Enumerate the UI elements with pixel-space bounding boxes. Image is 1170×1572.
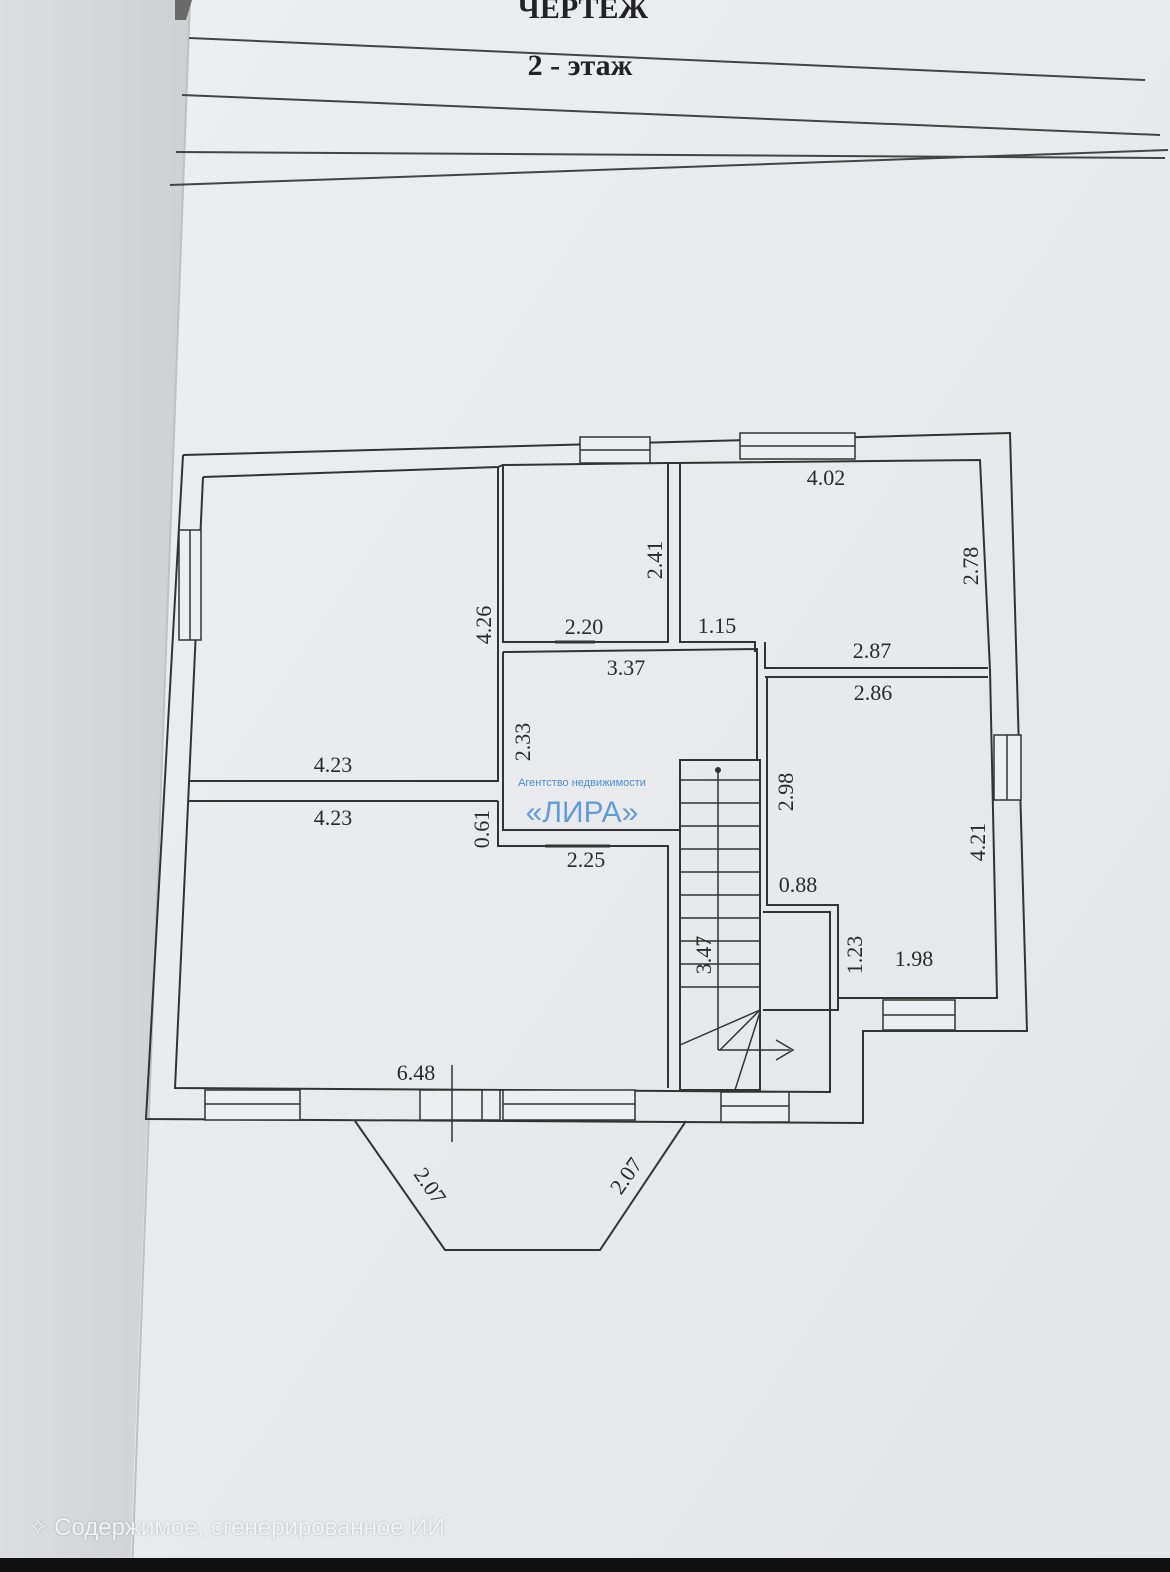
floor-plan xyxy=(144,431,1029,1251)
title-frame xyxy=(169,37,1169,186)
floor-title: 2 - этаж xyxy=(528,49,633,82)
ai-generated-note: ✧Содержимое, сгенерированное ИИ xyxy=(28,1512,445,1544)
dim-label: 2.41 xyxy=(642,541,667,580)
dim-label: 2.86 xyxy=(854,680,893,705)
bottom-bar xyxy=(0,1558,1170,1572)
dim-label: 4.02 xyxy=(807,465,846,490)
outer-wall xyxy=(144,431,1029,1125)
dim-label: 2.25 xyxy=(567,847,606,872)
dim-label: 2.98 xyxy=(773,773,798,812)
dim-label: 4.21 xyxy=(965,823,990,862)
watermark-agency-line: Агентство недвижимости xyxy=(518,777,646,789)
right-page xyxy=(130,0,1170,1572)
dim-label: 3.47 xyxy=(691,936,716,975)
ai-note-label: Содержимое, сгенерированное ИИ xyxy=(54,1514,445,1541)
dim-label: 2.78 xyxy=(958,547,983,586)
dim-label: 2.20 xyxy=(565,614,604,639)
dim-label: 2.87 xyxy=(853,638,892,663)
dim-label: 2.33 xyxy=(510,723,535,762)
sparkle-icon: ✧ xyxy=(28,1514,49,1541)
inner-wall-line xyxy=(173,458,999,1094)
dim-label: 0.61 xyxy=(469,810,494,849)
dim-label: 4.23 xyxy=(314,805,353,830)
bay-window xyxy=(354,1120,687,1251)
dim-label: 4.23 xyxy=(314,752,353,777)
dim-label: 1.23 xyxy=(842,936,867,975)
agency-watermark: Агентство недвижимости «ЛИРА» xyxy=(518,777,646,829)
dim-label: 4.26 xyxy=(471,606,496,645)
stair-treads xyxy=(679,779,761,1091)
dim-label: 3.37 xyxy=(607,655,646,680)
dim-label: 1.98 xyxy=(895,946,934,971)
dim-label: 0.88 xyxy=(779,872,818,897)
dim-label: 6.48 xyxy=(397,1060,436,1085)
watermark-brand: «ЛИРА» xyxy=(526,796,639,829)
doc-title: ЧЕРТЕЖ xyxy=(518,0,649,25)
windows xyxy=(178,432,1022,1123)
dim-label: 1.15 xyxy=(698,613,737,638)
left-page xyxy=(0,0,190,1572)
